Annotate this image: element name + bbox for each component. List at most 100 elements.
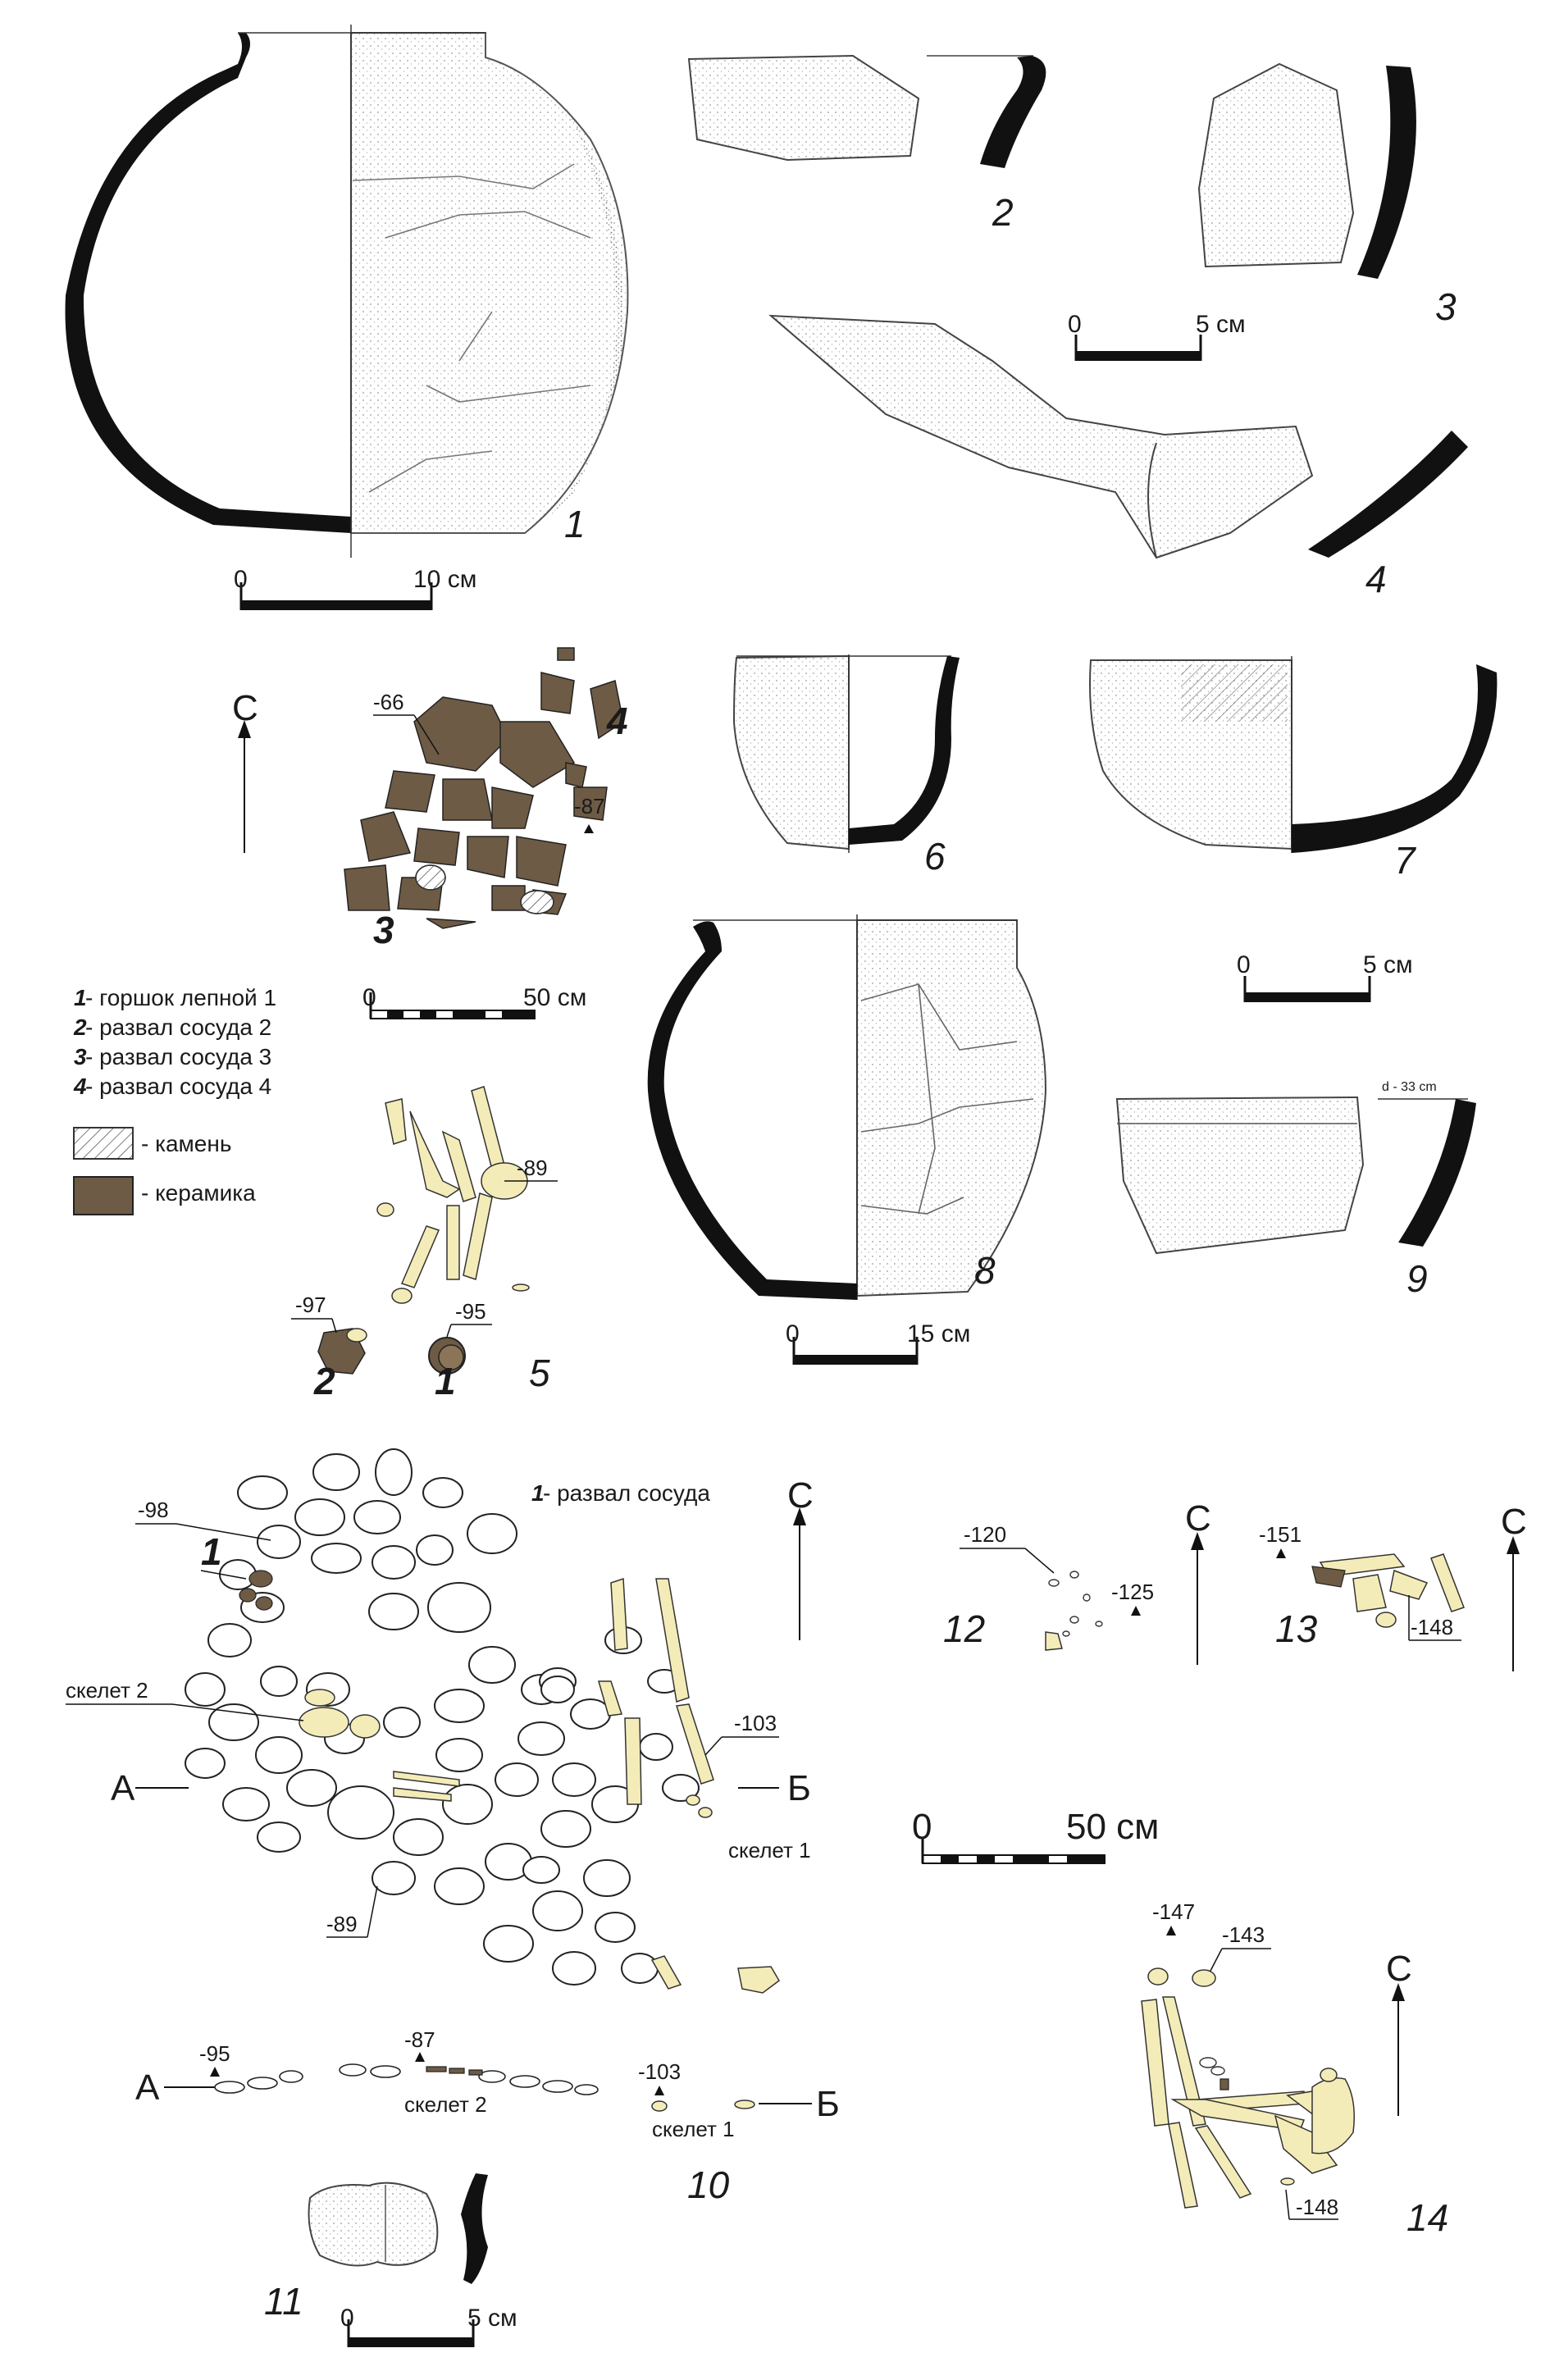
figure-10-number: 10 xyxy=(687,2163,730,2206)
svg-text:-95: -95 xyxy=(199,2041,230,2066)
figure-10-plan: С 1 - развал сосуда -98 1 скелет 2 -103 … xyxy=(66,1448,840,2206)
figure-14-number: 14 xyxy=(1406,2196,1448,2239)
skeleton-fig5 xyxy=(376,1086,530,1304)
figure-12-number: 12 xyxy=(943,1607,985,1650)
scale-bar-5cm-b: 0 5 см xyxy=(1237,951,1413,1002)
fig5-vessel-2-label: 2 xyxy=(313,1360,335,1402)
scale-bar-5cm-a: 0 5 см xyxy=(1068,311,1246,361)
depth-fig12-120: -120 xyxy=(964,1522,1006,1547)
pot-8-cracks xyxy=(860,983,1034,1215)
north-arrow-fig10: С xyxy=(787,1475,814,1640)
figure-5-plan: С -66 xyxy=(73,647,628,1402)
sherd-4-body xyxy=(768,314,1314,559)
svg-text:0: 0 xyxy=(340,2305,354,2332)
figure-4-sherd: 4 xyxy=(768,314,1468,600)
svg-text:0: 0 xyxy=(234,566,248,593)
legend-stone-label: - камень xyxy=(141,1131,231,1156)
svg-text:Б: Б xyxy=(816,2084,840,2124)
svg-text:- развал сосуда 2: - развал сосуда 2 xyxy=(85,1014,271,1040)
depth-fig5-89: -89 xyxy=(517,1156,548,1180)
svg-text:-87: -87 xyxy=(404,2027,435,2052)
legend-item-2: 2 - развал сосуда 2 xyxy=(73,1014,271,1040)
legend-item-3: 3 - развал сосуда 3 xyxy=(74,1044,271,1069)
svg-text:0: 0 xyxy=(786,1320,800,1347)
depth-fig10-103: -103 xyxy=(734,1711,777,1735)
sherd-9-profile xyxy=(1398,1099,1476,1247)
figure-4-number: 4 xyxy=(1365,558,1387,600)
ceramic-vessel-1-fig10 xyxy=(239,1570,273,1611)
fig9-diameter-note: d - 33 cm xyxy=(1382,1080,1437,1094)
svg-text:С: С xyxy=(787,1475,814,1516)
figure-6-number: 6 xyxy=(924,835,946,878)
bowl-7-hatched-band xyxy=(1181,664,1288,722)
depth-fig12-125: -125 xyxy=(1111,1580,1154,1604)
svg-text:скелет 2: скелет 2 xyxy=(404,2092,487,2117)
cup-6-exterior xyxy=(732,654,850,850)
north-arrow-fig14: С xyxy=(1386,1949,1412,2116)
north-arrow-fig13: С xyxy=(1501,1502,1527,1671)
depth-fig5-66: -66 xyxy=(373,690,404,714)
fig10-section-b: Б xyxy=(787,1768,811,1808)
legend-fig5: 1 - горшок лепной 1 2 - развал сосуда 2 … xyxy=(73,985,276,1215)
skeleton-1-fig10 xyxy=(598,1577,780,1994)
stones-fig5 xyxy=(415,864,554,914)
depth-fig10-98: -98 xyxy=(138,1498,169,1522)
figure-9-sherd: d - 33 cm 9 xyxy=(1115,1080,1476,1300)
sherd-11-profile xyxy=(461,2173,488,2284)
sherd-3-profile xyxy=(1357,66,1416,279)
fig12-bone xyxy=(1045,1631,1063,1651)
sherd-9-body xyxy=(1115,1096,1365,1255)
section-profile-fig10: А Б -95 -87 скелет 2 -103 скеле xyxy=(135,2027,840,2141)
depth-fig14-147: -147 xyxy=(1152,1899,1195,1924)
depth-fig5-95: -95 xyxy=(455,1299,486,1324)
svg-text:- развал сосуда 4: - развал сосуда 4 xyxy=(85,1074,271,1099)
figure-11-number: 11 xyxy=(264,2280,303,2323)
svg-text:0: 0 xyxy=(912,1807,932,1847)
svg-text:скелет 1: скелет 1 xyxy=(652,2117,735,2141)
depth-fig13-151: -151 xyxy=(1259,1522,1302,1547)
fig10-skeleton2-label: скелет 2 xyxy=(66,1678,148,1703)
figure-14-plan: -147 -143 -148 14 xyxy=(1141,1899,1448,2239)
fig10-legend-num: 1 xyxy=(531,1480,545,1506)
svg-text:2: 2 xyxy=(73,1014,87,1040)
sherd-2-profile xyxy=(980,56,1046,168)
svg-text:0: 0 xyxy=(362,984,376,1011)
figure-13-number: 13 xyxy=(1275,1607,1318,1650)
figure-8-pot: 8 0 15 см xyxy=(647,914,1047,1365)
figure-7-bowl: 7 xyxy=(1089,656,1498,882)
svg-text:4: 4 xyxy=(73,1074,87,1099)
fig10-legend-text: - развал сосуда xyxy=(543,1480,710,1506)
legend-item-1: 1 - горшок лепной 1 xyxy=(74,985,276,1010)
svg-text:- горшок лепной 1: - горшок лепной 1 xyxy=(85,985,276,1010)
figure-8-number: 8 xyxy=(974,1249,996,1292)
fig5-cluster-3: 3 xyxy=(373,909,394,951)
svg-text:15 см: 15 см xyxy=(907,1320,970,1347)
svg-text:А: А xyxy=(135,2068,160,2108)
figure-2-number: 2 xyxy=(992,191,1014,234)
svg-text:50 см: 50 см xyxy=(1066,1807,1159,1847)
fig10-section-a: А xyxy=(111,1768,135,1808)
bowl-7-profile xyxy=(1292,664,1498,853)
sherd-3-body xyxy=(1197,62,1355,268)
svg-text:С: С xyxy=(1386,1949,1412,1989)
svg-text:5 см: 5 см xyxy=(467,2305,517,2332)
svg-text:50 см: 50 см xyxy=(523,984,586,1011)
depth-fig13-148: -148 xyxy=(1411,1615,1453,1639)
figure-3-sherd: 3 0 5 см xyxy=(1068,62,1457,361)
scale-bar-10cm: 0 10 см xyxy=(234,566,476,610)
legend-ceramic-swatch xyxy=(73,1176,134,1215)
stone-pavement-fig10 xyxy=(185,1448,700,1986)
sherd-11-body xyxy=(308,2182,439,2267)
figure-11-sherd: 11 0 5 см xyxy=(264,2173,517,2347)
sherd-4-break-line xyxy=(1147,442,1157,559)
svg-text:5 см: 5 см xyxy=(1363,951,1413,978)
sherd-2-body xyxy=(687,54,920,162)
svg-text:3: 3 xyxy=(74,1044,87,1069)
pot-1-exterior-stipple xyxy=(350,32,629,534)
depth-fig5-97: -97 xyxy=(295,1293,326,1317)
svg-text:- развал сосуда 3: - развал сосуда 3 xyxy=(85,1044,271,1069)
figure-3-number: 3 xyxy=(1435,285,1457,328)
figure-9-number: 9 xyxy=(1406,1257,1428,1300)
scale-bar-50cm-b: 0 50 см xyxy=(912,1807,1159,1864)
pot-8-exterior xyxy=(856,919,1047,1297)
